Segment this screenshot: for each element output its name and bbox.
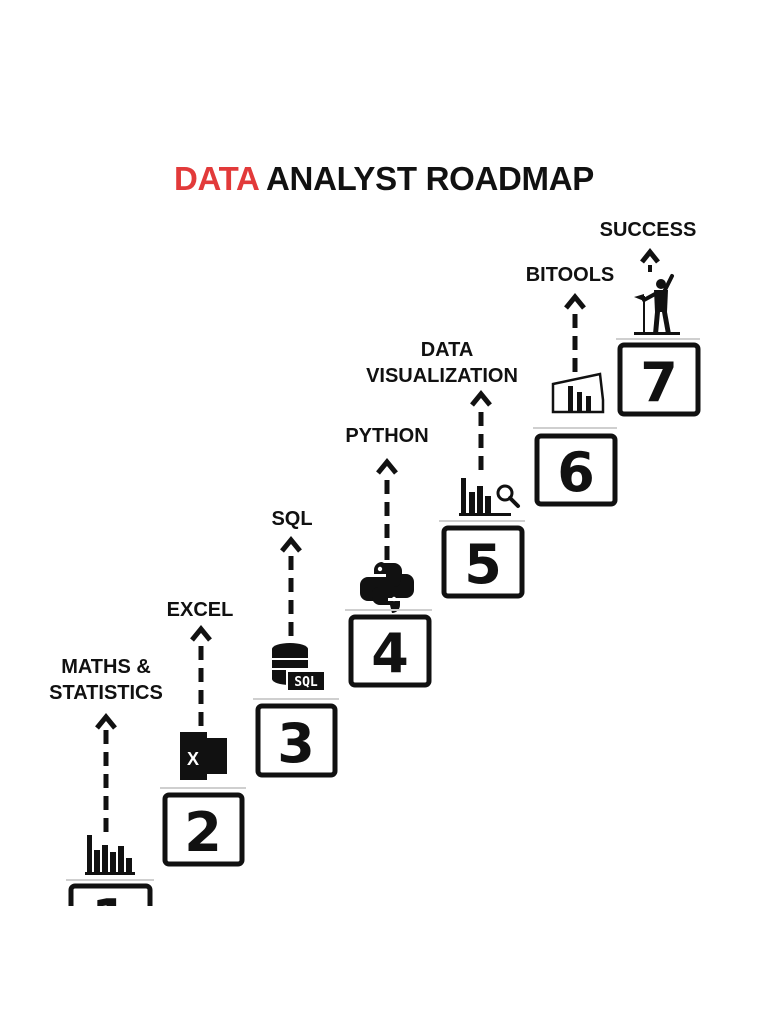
title-accent: DATA xyxy=(174,160,259,197)
step-4-label-line1: PYTHON xyxy=(345,425,429,447)
step-4: 4 xyxy=(345,458,432,688)
step-3-label: SQL xyxy=(252,506,332,532)
step-2-label: EXCEL xyxy=(150,597,250,623)
dashed-arrow-2 xyxy=(190,625,212,726)
dashed-arrow-4 xyxy=(376,458,398,560)
number-box-1: 1 xyxy=(68,883,153,951)
step-1-number: 1 xyxy=(91,888,129,951)
step-7-label: SUCCESS xyxy=(592,217,704,243)
chart-magnifier-icon xyxy=(459,478,520,516)
number-box-3: 3 xyxy=(255,703,338,778)
bar-chart-icon xyxy=(85,835,135,875)
sql-badge: SQL xyxy=(294,675,318,690)
step-6-number: 6 xyxy=(557,441,595,504)
dashed-arrow-7 xyxy=(640,247,660,272)
dashed-arrow-3 xyxy=(280,536,302,636)
page-title: DATA ANALYST ROADMAP xyxy=(0,160,768,198)
step-1: 1 xyxy=(66,713,154,951)
step-5-label-line1: DATA xyxy=(420,339,474,361)
step-3-label-line1: SQL xyxy=(271,508,313,530)
excel-icon: X xyxy=(180,732,227,780)
title-rest: ANALYST ROADMAP xyxy=(258,160,594,197)
step-5-number: 5 xyxy=(464,533,502,596)
step-1-label-line2: STATISTICS xyxy=(49,682,163,704)
dashed-arrow-6 xyxy=(564,293,586,372)
python-icon xyxy=(360,562,414,613)
step-7-number: 7 xyxy=(640,351,678,414)
step-7: 7 xyxy=(616,247,701,417)
step-3: SQL 3 xyxy=(253,536,339,778)
number-box-4: 4 xyxy=(348,614,432,688)
step-1-label: MATHS & STATISTICS xyxy=(38,654,174,706)
step-2: X 2 xyxy=(160,625,246,867)
step-5: 5 xyxy=(439,390,525,599)
step-4-number: 4 xyxy=(371,622,409,685)
step-6-label-line1: BITOOLS xyxy=(525,264,615,286)
step-4-label: PYTHON xyxy=(330,423,444,449)
step-5-label: DATA VISUALIZATION xyxy=(352,337,532,389)
step-7-label-line1: SUCCESS xyxy=(599,219,697,241)
number-box-6: 6 xyxy=(534,433,618,507)
step-2-number: 2 xyxy=(184,801,222,864)
step-6-label: BITOOLS xyxy=(515,262,625,288)
excel-letter: X xyxy=(187,749,199,769)
dashed-arrow-1 xyxy=(95,713,117,832)
power-bi-icon xyxy=(551,372,605,414)
number-box-7: 7 xyxy=(617,342,701,417)
sql-database-icon: SQL xyxy=(272,643,326,692)
step-1-label-line1: MATHS & xyxy=(61,656,151,678)
success-person-icon xyxy=(634,274,680,335)
number-box-2: 2 xyxy=(162,792,245,867)
dashed-arrow-5 xyxy=(470,390,492,470)
step-6: 6 xyxy=(533,293,618,507)
step-2-label-line1: EXCEL xyxy=(166,599,234,621)
number-box-5: 5 xyxy=(441,525,525,599)
step-3-number: 3 xyxy=(277,712,315,775)
step-5-label-line2: VISUALIZATION xyxy=(366,365,518,387)
